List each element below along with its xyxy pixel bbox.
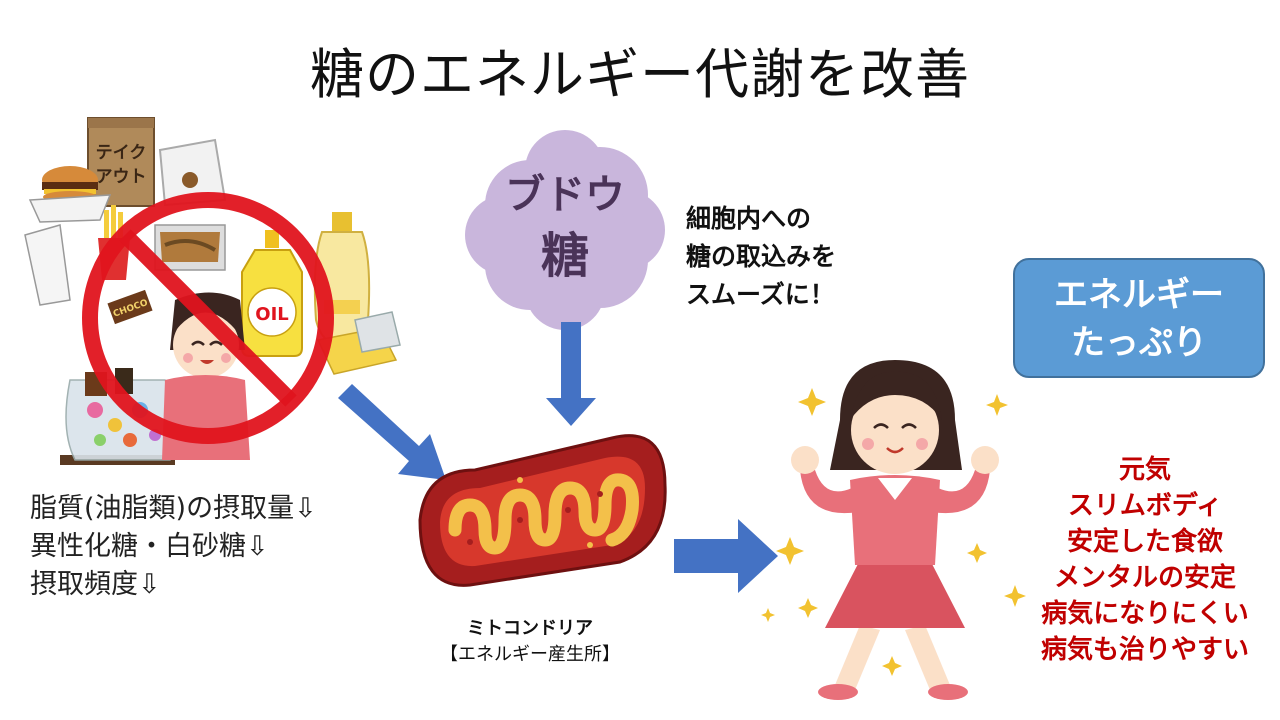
svg-text:アウト: アウト [96, 167, 147, 187]
energy-box-line: エネルギー [1054, 275, 1224, 315]
benefit-item: メンタルの安定 [1053, 563, 1236, 593]
energy-box-line: たっぷり [1071, 323, 1207, 363]
list-item: 脂質(油脂類)の摂取量⇩ [30, 493, 317, 524]
energy-box: エネルギー たっぷり [1013, 258, 1265, 378]
list-item: 摂取頻度⇩ [30, 569, 161, 600]
glucose-cloud: ブドウ 糖 [465, 130, 665, 330]
prohibition-icon [82, 192, 334, 444]
list-item: 異性化糖・白砂糖⇩ [30, 531, 269, 562]
benefits-list: 元気 スリムボディ 安定した食欲 メンタルの安定 病気になりにくい 病気も治りや… [1010, 452, 1280, 668]
uptake-line: スムーズに！ [686, 280, 835, 309]
benefit-item: 病気になりにくい [1041, 599, 1249, 629]
benefit-item: 安定した食欲 [1066, 527, 1223, 557]
mitochondria-icon [418, 434, 667, 587]
oil-label: OIL [255, 304, 288, 325]
uptake-line: 糖の取込みを [686, 242, 837, 271]
arrow-right [674, 519, 778, 593]
sparkle-icons [761, 388, 1026, 676]
arrow-diagonal [338, 384, 446, 480]
svg-text:テイク: テイク [96, 143, 147, 163]
glucose-label-bottom: 糖 [541, 228, 589, 284]
snack-pile-icon [65, 368, 178, 461]
arrow-down [546, 322, 596, 426]
mitochondria-label: ミトコンドリア [467, 618, 593, 639]
junk-food-illustration: テイク アウト [24, 117, 401, 465]
uptake-note: 細胞内への 糖の取込みを スムーズに！ [686, 200, 836, 314]
burger-icon [28, 166, 112, 223]
butter-icon [316, 311, 401, 375]
reduction-list: 脂質(油脂類)の摂取量⇩ 異性化糖・白砂糖⇩ 摂取頻度⇩ [30, 490, 317, 604]
page-title: 糖のエネルギー代謝を改善 [310, 43, 970, 106]
energetic-girl-icon [791, 360, 999, 700]
takeout-bag-icon: テイク アウト [87, 117, 155, 207]
bento-icon [154, 224, 226, 271]
mitochondria-subtitle: 【エネルギー産生所】 [440, 644, 620, 665]
uptake-line: 細胞内への [686, 204, 812, 233]
glucose-label-top: ブドウ [505, 172, 625, 218]
benefit-item: 元気 [1118, 455, 1171, 485]
oil-bottle-icon: OIL [241, 230, 303, 357]
benefit-item: 病気も治りやすい [1040, 635, 1249, 665]
benefit-item: スリムボディ [1067, 491, 1223, 521]
